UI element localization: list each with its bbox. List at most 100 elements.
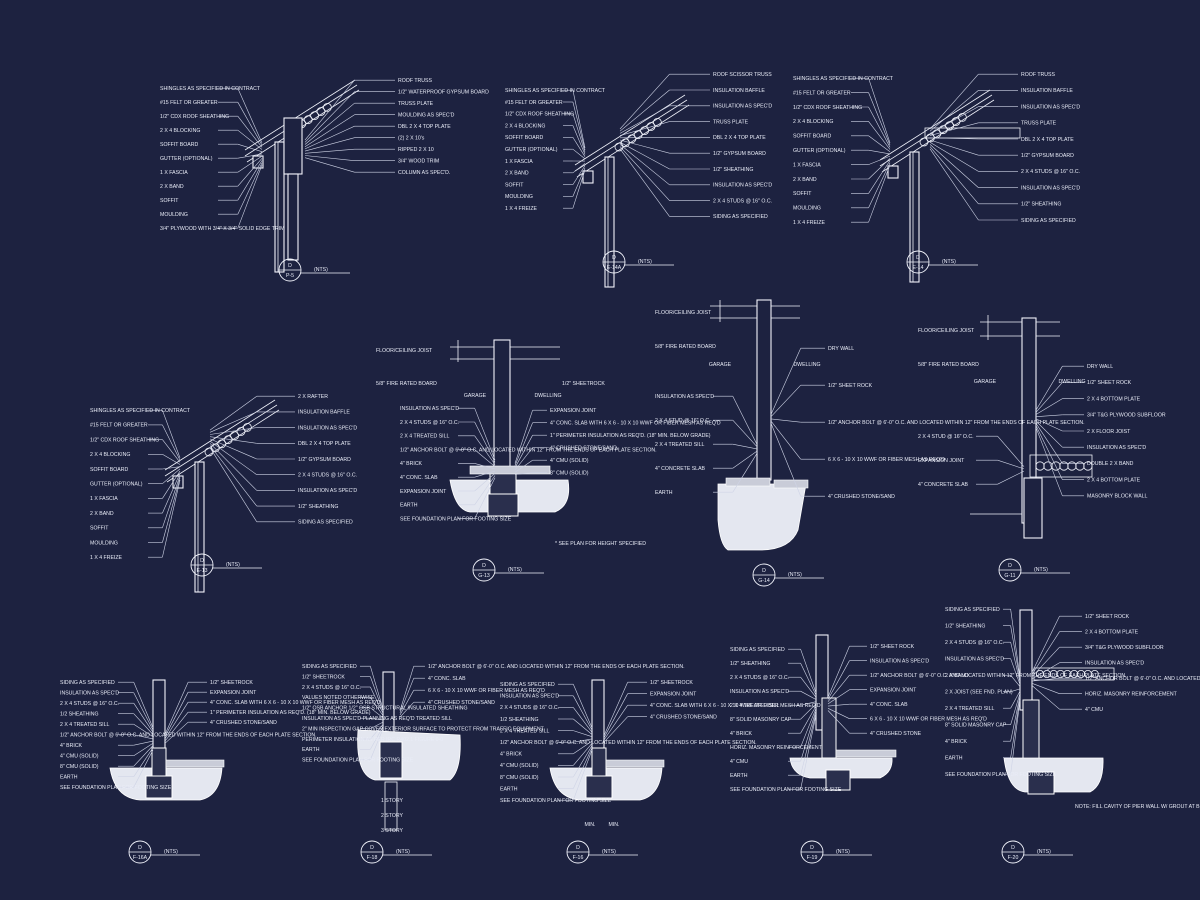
leader-line: [800, 663, 817, 696]
leader-line: [1035, 425, 1063, 480]
detail-tag-top: D: [200, 558, 204, 564]
leader-label-left: MOULDING: [505, 194, 533, 200]
leader-line: [209, 438, 257, 460]
leader-label-left: 1 X 4 FREIZE: [793, 220, 826, 226]
leader-line: [827, 646, 850, 698]
leader-label-right: DBL 2 X 4 TOP PLATE: [713, 135, 766, 141]
leader-label-right: COLUMN AS SPEC'D.: [398, 170, 450, 176]
leader-line: [619, 105, 670, 134]
insulation-coil: [310, 111, 319, 120]
leader-line: [929, 146, 979, 204]
leader-label-left: SOFFIT: [160, 198, 179, 204]
leader-label-left: SOFFIT BOARD: [90, 467, 128, 473]
leader-line: [209, 395, 257, 431]
leader-label-right: INSULATION AS SPEC'D: [1021, 104, 1080, 110]
leader-line: [929, 148, 979, 221]
leader-label-left: 2 X 4 TREATED SILL: [60, 722, 110, 728]
leader-line: [800, 703, 817, 720]
leader-line: [399, 701, 414, 718]
story-label: 2 STORY: [381, 813, 404, 819]
label-fire-board: 5/8" FIRE RATED BOARD: [918, 362, 979, 368]
leader-line: [1010, 693, 1021, 725]
detail-tag-top: D: [576, 845, 580, 851]
leader-line: [572, 148, 586, 160]
leader-label-left: 1/2 SHEATHING: [60, 712, 99, 718]
leader-line: [800, 710, 817, 762]
leader-line: [1010, 688, 1021, 692]
leader-line: [619, 89, 670, 132]
leader-label-left: INSULATION AS SPEC'D: [730, 689, 789, 695]
roof-sheathing: [574, 99, 688, 172]
leader-line: [573, 747, 593, 789]
leader-line: [572, 167, 586, 197]
leader-line: [133, 749, 154, 788]
leader-line: [133, 747, 154, 777]
leader-line: [572, 125, 586, 155]
leader-line: [868, 158, 891, 180]
detail-tag-top: D: [288, 263, 292, 269]
leader-line: [732, 453, 758, 493]
leader-label-left: EXPANSION JOINT: [918, 458, 965, 464]
rafter-bottom: [881, 99, 995, 173]
leader-label-left: 1 X 4 FREIZE: [90, 555, 123, 561]
leader-line: [514, 472, 533, 475]
leader-line: [164, 721, 189, 744]
leader-label-left: 2 X JOIST (SEE FND. PLAN): [945, 690, 1013, 696]
leader-line: [370, 724, 384, 740]
leader-line: [868, 160, 891, 194]
leader-label-right: 1/2" SHEET ROCK: [870, 644, 915, 650]
insulation-coil: [242, 422, 252, 432]
leader-line: [133, 723, 154, 737]
insulation-coil: [217, 439, 227, 449]
leader-line: [572, 90, 586, 148]
leader-line: [1010, 690, 1021, 709]
leader-line: [1035, 382, 1063, 413]
leader-line: [133, 745, 154, 767]
leader-label-left: 4" BRICK: [730, 731, 753, 737]
slab-left: [725, 477, 771, 487]
leader-label-left: #15 FELT OR GREATER: [90, 423, 148, 429]
leader-label-right: INSULATION AS SPEC'D: [1021, 185, 1080, 191]
leader-label-right: MASONRY BLOCK WALL: [1087, 494, 1148, 500]
leader-line: [474, 470, 496, 478]
leader-label-left: INSULATION AS SPEC'D: [400, 406, 459, 412]
leader-label-left: HORIZ. MASONRY REINFORCEMENT: [730, 745, 823, 751]
leader-label-right: 1" PERIMETER INSULATION AS REQ'D. (18" M…: [210, 710, 371, 716]
leader-label-left: 2 X 4 BLOCKING: [90, 452, 130, 458]
leader-label-right: 1/2" SHEET ROCK: [1085, 614, 1130, 620]
detail-tag-top: D: [138, 845, 142, 851]
detail-tag-top: D: [612, 255, 616, 261]
leader-line: [209, 436, 257, 444]
leader-line: [133, 703, 154, 733]
leader-line: [237, 116, 263, 148]
leader-label-left: 4" CONCRETE SLAB: [655, 466, 706, 472]
leader-label-right: INSULATION AS SPEC'D: [298, 488, 357, 494]
leader-line: [370, 666, 384, 710]
leader-line: [929, 122, 979, 136]
leader-line: [514, 447, 533, 471]
insulation-coil: [652, 117, 662, 127]
leader-label-left: 2 X 4 STUDS @ 16" O.C.: [60, 701, 119, 707]
leader-label-left: 2 X 4 BLOCKING: [793, 119, 833, 125]
leader-label-left: 4" CONC. SLAB: [400, 475, 438, 481]
leader-label-right: 3/4" T&G PLYWOOD SUBFLOOR: [1085, 645, 1164, 651]
leader-label-right: 3/4" WOOD TRIM: [398, 159, 439, 165]
leader-line: [800, 705, 817, 734]
leader-line: [619, 121, 670, 136]
detail-scale: (NTS): [788, 572, 802, 578]
leader-line: [474, 473, 496, 492]
leader-line: [474, 408, 496, 461]
detail-scale: (NTS): [638, 259, 652, 265]
leader-line: [514, 422, 533, 466]
leader-label-left: EARTH: [500, 786, 518, 792]
leader-label-right: DRY WALL: [828, 346, 854, 352]
leader-label-left: 1/2" CDX ROOF SHEATHING: [90, 437, 159, 443]
leader-label-left: 4" CMU (SOLID): [500, 763, 539, 769]
story-label: 3 STORY: [381, 828, 404, 834]
leader-line: [573, 718, 593, 735]
leader-label-left: 2 X 4 STUDS @ 16" O.C.: [500, 705, 559, 711]
story-table: [384, 781, 398, 831]
leader-label-left: SEE FOUNDATION PLAN FOR FOOTING SIZE: [945, 772, 1057, 778]
leader-line: [573, 738, 593, 743]
detail-tag-number: F-19: [807, 855, 818, 861]
